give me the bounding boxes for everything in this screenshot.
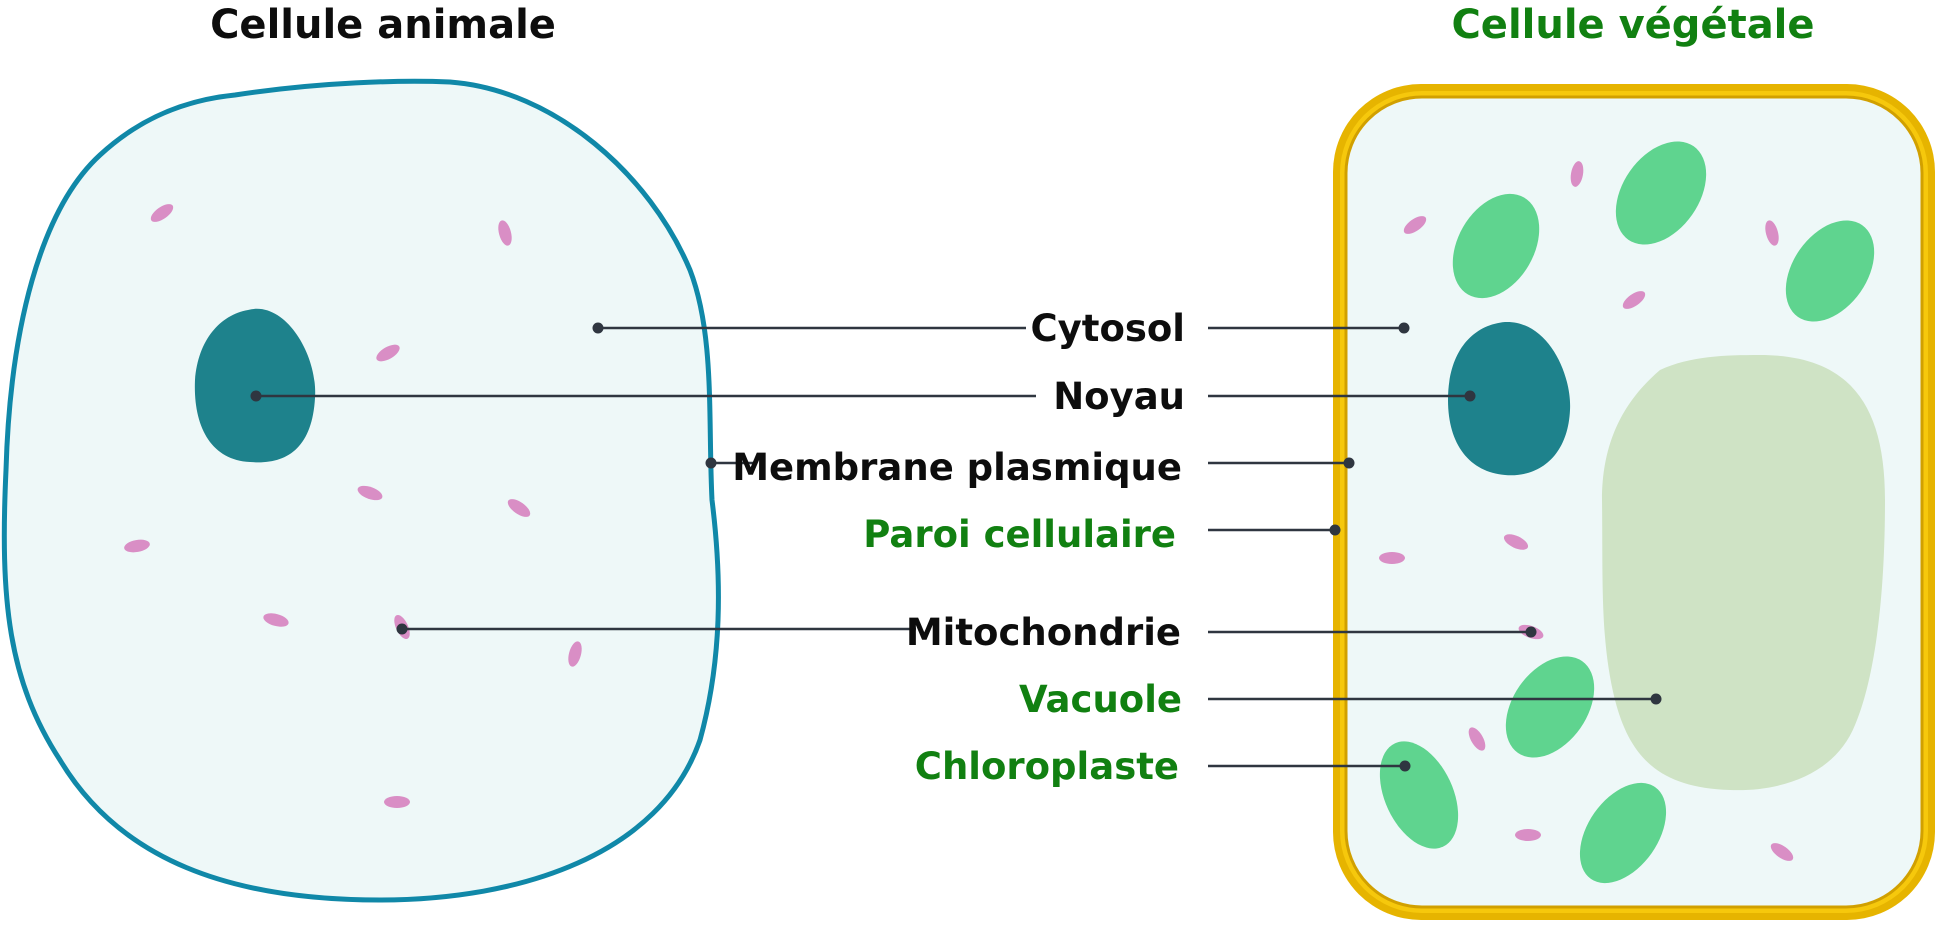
mitochondrion xyxy=(263,613,289,627)
mitochondrion xyxy=(150,204,174,222)
plant-cell xyxy=(1333,84,1935,920)
label-vacuole: Vacuole xyxy=(1019,678,1182,721)
animal-cell-title: Cellule animale xyxy=(210,2,556,48)
mitochondrion xyxy=(1468,727,1486,751)
mitochondrion xyxy=(1765,220,1779,246)
membrane-point-right xyxy=(1343,457,1355,469)
mitochondrion xyxy=(1622,291,1646,309)
chloroplast xyxy=(1615,141,1707,245)
chloroplast xyxy=(1452,193,1540,299)
mitochondrion xyxy=(357,485,383,501)
chloroplast xyxy=(1379,741,1459,849)
chloroplaste-point-right xyxy=(1399,760,1411,772)
labels: Cytosol Noyau Membrane plasmique Paroi c… xyxy=(732,307,1185,788)
membrane-point-left xyxy=(705,457,717,469)
cytosol-point-left xyxy=(592,322,604,334)
label-paroi-cellulaire: Paroi cellulaire xyxy=(863,513,1176,556)
label-cytosol: Cytosol xyxy=(1030,307,1185,350)
cytosol-point-right xyxy=(1398,322,1410,334)
animal-mitochondria xyxy=(124,204,582,808)
vacuole-point-right xyxy=(1650,693,1662,705)
label-chloroplaste: Chloroplaste xyxy=(915,745,1179,788)
mitochondrion xyxy=(498,220,512,246)
mitochondrion xyxy=(1403,216,1427,234)
plant-mitochondria xyxy=(1379,161,1794,861)
label-noyau: Noyau xyxy=(1053,375,1185,418)
mitochondrion xyxy=(1503,534,1529,550)
animal-cell xyxy=(1,78,721,903)
plant-nucleus xyxy=(1448,321,1571,476)
leader-lines xyxy=(250,322,1662,772)
plant-chloroplasts xyxy=(1379,141,1875,884)
label-mitochondrie: Mitochondrie xyxy=(906,611,1181,654)
mitochondrion xyxy=(1515,829,1541,841)
noyau-point-right xyxy=(1464,390,1476,402)
mitochondrion xyxy=(507,499,531,517)
mitochondrion xyxy=(568,641,582,667)
noyau-point-left xyxy=(250,390,262,402)
plant-cell-title: Cellule végétale xyxy=(1451,2,1814,48)
paroi-point-right xyxy=(1329,524,1341,536)
plant-vacuole xyxy=(1602,355,1885,791)
mitochondrion xyxy=(384,796,410,808)
chloroplast xyxy=(1579,782,1667,884)
label-membrane-plasmique: Membrane plasmique xyxy=(732,446,1182,489)
mitochondrion xyxy=(1379,552,1405,564)
mitochondrie-point-left xyxy=(396,623,408,635)
mitochondrion xyxy=(1770,843,1794,861)
mitochondrion xyxy=(1570,161,1584,187)
mitochondrion xyxy=(124,539,150,553)
chloroplast xyxy=(1505,656,1595,758)
mitochondrie-point-right xyxy=(1525,626,1537,638)
animal-nucleus xyxy=(194,308,316,463)
chloroplast xyxy=(1785,220,1875,322)
mitochondrion xyxy=(376,344,400,362)
